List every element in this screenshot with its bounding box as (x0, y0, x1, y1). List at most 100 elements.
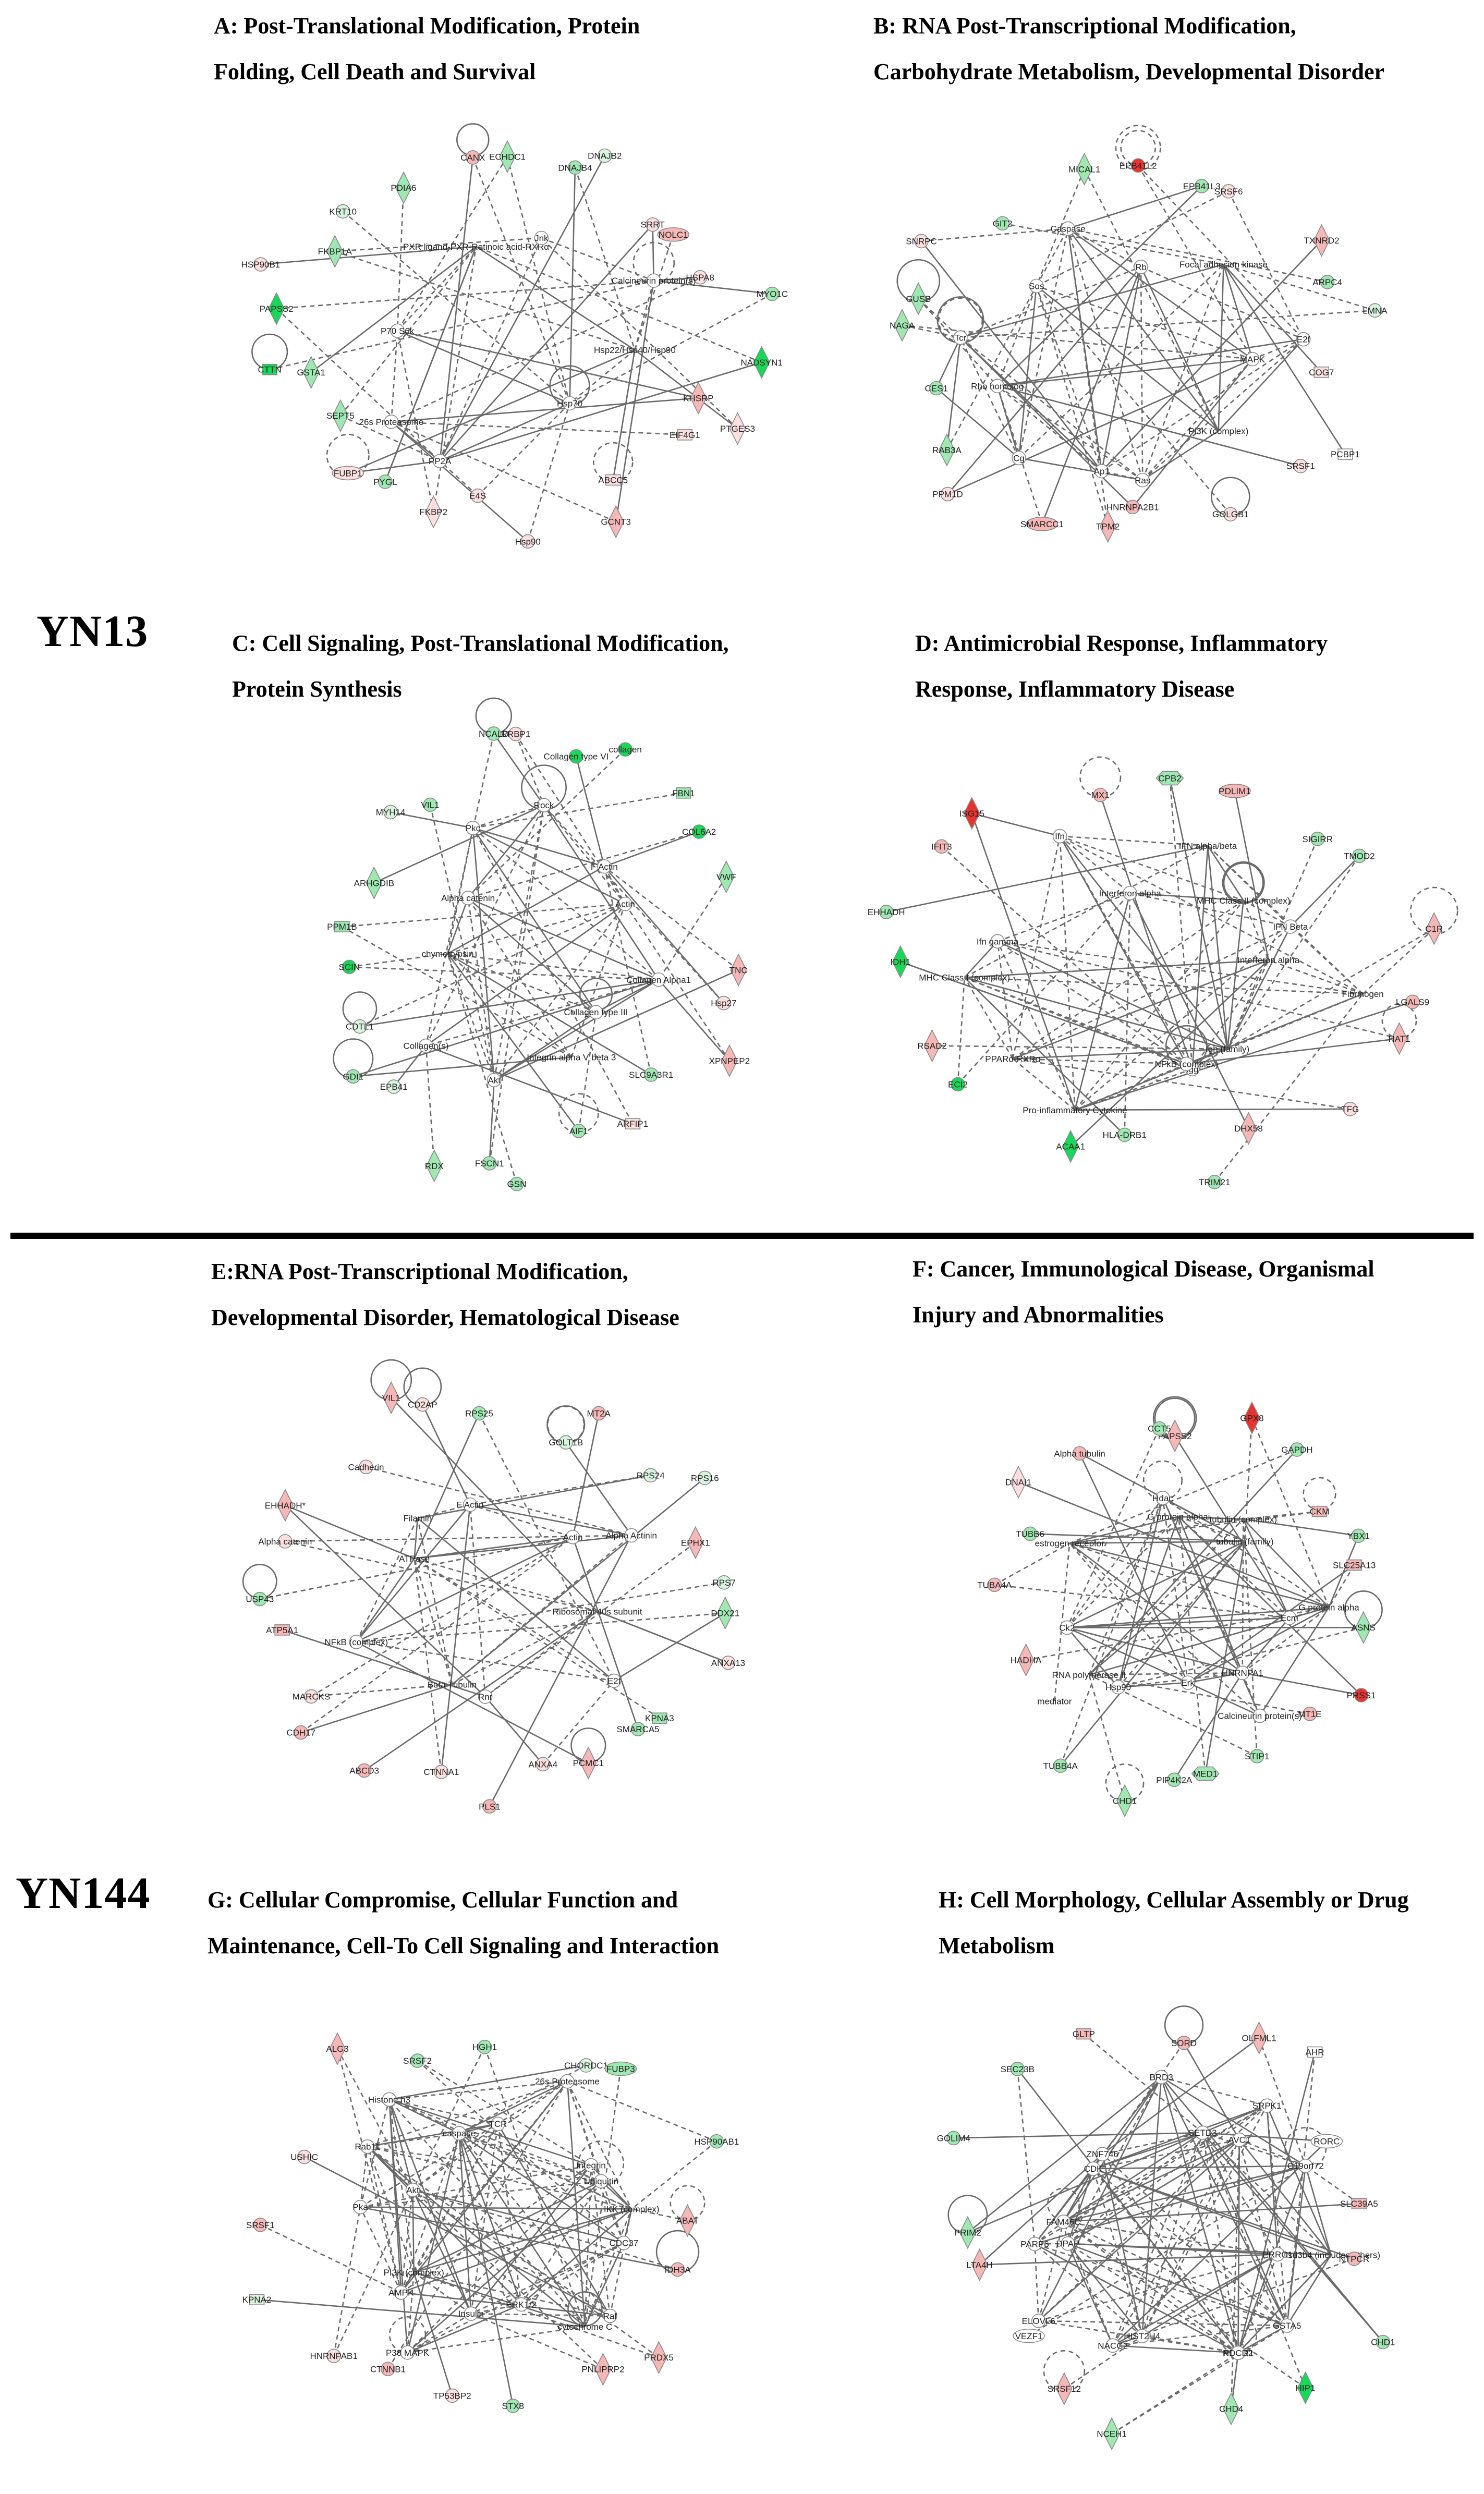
node-tubulin-complex[interactable]: tubulin (complex) (1210, 1514, 1277, 1524)
node-gpx8[interactable]: GPX8 (1240, 1401, 1264, 1435)
node-ehhadh[interactable]: EHHADH (868, 905, 905, 919)
node-pi3k-complex[interactable]: PI3K (complex) (384, 2268, 444, 2278)
node-ncald[interactable]: NCALD (479, 726, 509, 741)
node-histone-h3[interactable]: Histone h3 (368, 2092, 410, 2107)
node-sec23b[interactable]: SEC23B (1001, 2062, 1035, 2076)
node-cg[interactable]: Cg (1012, 451, 1026, 466)
node-fubp1[interactable]: FUBP1 (332, 466, 364, 481)
node-fam46c[interactable]: FAM46C (1046, 2215, 1081, 2229)
node-tubb4a[interactable]: TUBB4A (1043, 1758, 1078, 1773)
node-cytochrome-c[interactable]: cytochrome C (557, 2322, 612, 2332)
node-hnrnpa2b1[interactable]: HNRNPA2B1 (1106, 500, 1159, 515)
node-marcks[interactable]: MARCKS (293, 1689, 331, 1704)
node-hip1[interactable]: HIP1 (1296, 2371, 1316, 2405)
node-p70-s6k[interactable]: P70 S6k (381, 323, 415, 338)
node-cdc37[interactable]: CDC37 (609, 2235, 638, 2250)
node-collagen-alpha1[interactable]: Collagen Alpha1 (626, 972, 691, 987)
node-mhc-class-i-complex[interactable]: MHC Class I (complex) (919, 973, 1010, 983)
node-hnrnpa1[interactable]: HNRNPA1 (1222, 1665, 1263, 1680)
node-hsp90[interactable]: Hsp90 (515, 534, 541, 549)
node-cdtl1[interactable]: CDTL1 (346, 1019, 374, 1034)
node-gapdh[interactable]: GAPDH (1281, 1442, 1313, 1457)
node-pdcd2[interactable]: PDCD2 (1223, 2345, 1254, 2361)
node-dhx58[interactable]: DHX58 (1234, 1112, 1263, 1145)
node-fbn1[interactable]: FBN1 (672, 787, 695, 799)
node-stx8[interactable]: STX8 (502, 2399, 524, 2413)
node-actin[interactable]: Actin (615, 896, 635, 911)
node-mapk[interactable]: MAPK (1240, 351, 1266, 367)
node-parp6[interactable]: PARP6 (1020, 2236, 1049, 2252)
node-usp43[interactable]: USP43 (246, 1591, 274, 1607)
node-hat1[interactable]: HAT1 (1388, 1021, 1410, 1055)
node-hist2h4[interactable]: HIST2H4 (1124, 2329, 1160, 2343)
node-hsp22-hsp40-hsp90[interactable]: Hsp22/Hsp40/Hsp90 (594, 345, 676, 355)
node-isg15[interactable]: ISG15 (959, 797, 984, 830)
node-xpnpep2[interactable]: XPNPEP2 (709, 1044, 750, 1078)
node-rna-polymerase-ii[interactable]: RNA polymerase II (1052, 1670, 1126, 1680)
node-chordc1[interactable]: CHORDC1 (564, 2058, 608, 2073)
node-ubiquitin[interactable]: Ubiquitin (584, 2174, 618, 2189)
node-krt10[interactable]: KRT10 (329, 204, 357, 219)
node-acaa1[interactable]: ACAA1 (1056, 1129, 1085, 1163)
node-setd3[interactable]: SETD3 (1188, 2125, 1217, 2140)
node-g-protein-alphai[interactable]: G protein alphai (1147, 1512, 1210, 1522)
node-ppm1d[interactable]: PPM1D (932, 486, 963, 502)
node-rab3a[interactable]: RAB3A (932, 433, 962, 467)
node-rps16[interactable]: RPS16 (691, 1470, 719, 1486)
node-pkc[interactable]: Pkc (466, 821, 481, 835)
node-epb41l2[interactable]: EPB41L2 (1120, 158, 1157, 173)
node-elovl6[interactable]: ELOVL6 (1022, 2314, 1055, 2328)
node-integrin-alpha-v-beta-3[interactable]: Integrin alpha V beta 3 (527, 1053, 616, 1063)
node-igh-family[interactable]: Igh (family) (1206, 1044, 1249, 1054)
node-mhc-class-ii-complex[interactable]: MHC Class II (complex) (1197, 896, 1290, 906)
node-cpb2[interactable]: CPB2 (1155, 771, 1184, 786)
node-ifn[interactable]: Ifn (1052, 829, 1067, 844)
node-mical1[interactable]: MICAL1 (1068, 152, 1100, 186)
node-ptges3[interactable]: PTGES3 (720, 412, 755, 445)
node-myh14[interactable]: MYH14 (376, 805, 406, 820)
node-focal-adhesion-kinase[interactable]: Focal adhesion kinase (1179, 260, 1268, 270)
node-arhgdib[interactable]: ARHGDIB (354, 866, 394, 900)
node-aif1[interactable]: AIF1 (569, 1124, 588, 1138)
node-ikk-complex[interactable]: IKK (complex) (604, 2204, 660, 2214)
node-26s-proteasome[interactable]: 26s Proteasome (359, 415, 423, 429)
node-tcr[interactable]: Tcr (953, 330, 968, 345)
node-vil1[interactable]: VIL1 (382, 1381, 400, 1415)
node-cd2ap[interactable]: CD2AP (408, 1397, 437, 1412)
node-asns[interactable]: ASNS (1352, 1611, 1376, 1645)
node-tubulin-family[interactable]: tubulin (family) (1216, 1537, 1274, 1547)
node-slc9a3r1[interactable]: SLC9A3R1 (629, 1067, 673, 1082)
node-abat[interactable]: ABAT (676, 2204, 699, 2237)
node-snrpc[interactable]: SNRPC (906, 234, 937, 249)
node-ehhadh[interactable]: EHHADH* (265, 1489, 306, 1522)
node-collagen-type-vi[interactable]: Collagen type VI (544, 749, 609, 764)
node-jnk[interactable]: Jnk (534, 230, 549, 246)
node-khsrp[interactable]: KHSRP (683, 381, 714, 415)
node-rps25[interactable]: RPS25 (465, 1406, 493, 1421)
node-pygl[interactable]: PYGL (373, 475, 397, 489)
node-fkbp2[interactable]: FKBP2 (419, 495, 447, 529)
node-gdi1[interactable]: GDI1 (343, 1069, 363, 1084)
node-chymotrypsin[interactable]: chymotrypsin (422, 949, 474, 959)
node-hsp27[interactable]: Hsp27 (711, 995, 736, 1011)
node-nolc1[interactable]: NOLC1 (657, 227, 690, 242)
node-avc1[interactable]: AVC1 (1228, 2132, 1250, 2147)
node-srsf6[interactable]: SRSF6 (1214, 184, 1243, 199)
node-hspa8[interactable]: HSPA8 (686, 270, 714, 285)
node-c1r[interactable]: C1R (1425, 912, 1443, 945)
node-dnajb2[interactable]: DNAJB2 (588, 148, 622, 163)
node-beta-tubulin[interactable]: Beta Tubulin (428, 1680, 477, 1689)
node-txnrd2[interactable]: TXNRD2 (1304, 224, 1340, 257)
node-eci2[interactable]: ECI2 (948, 1077, 968, 1092)
node-f-actin[interactable]: F Actin (457, 1497, 484, 1512)
node-rab11[interactable]: Rab11 (355, 2139, 380, 2154)
node-pp2a[interactable]: PP2A (429, 454, 452, 468)
node-ahr[interactable]: AHR (1306, 2046, 1324, 2058)
node-ushic[interactable]: USHIC (290, 2149, 318, 2164)
node-mediator[interactable]: mediator (1037, 1696, 1072, 1706)
node-cttn[interactable]: CTTN (258, 363, 282, 375)
node-ctnnb1[interactable]: CTNNB1 (370, 2362, 406, 2377)
node-hdac[interactable]: Hdac (1152, 1490, 1173, 1505)
node-ctnna1[interactable]: CTNNA1 (423, 1765, 459, 1779)
node-nacc2[interactable]: NACC2 (1098, 2338, 1128, 2353)
